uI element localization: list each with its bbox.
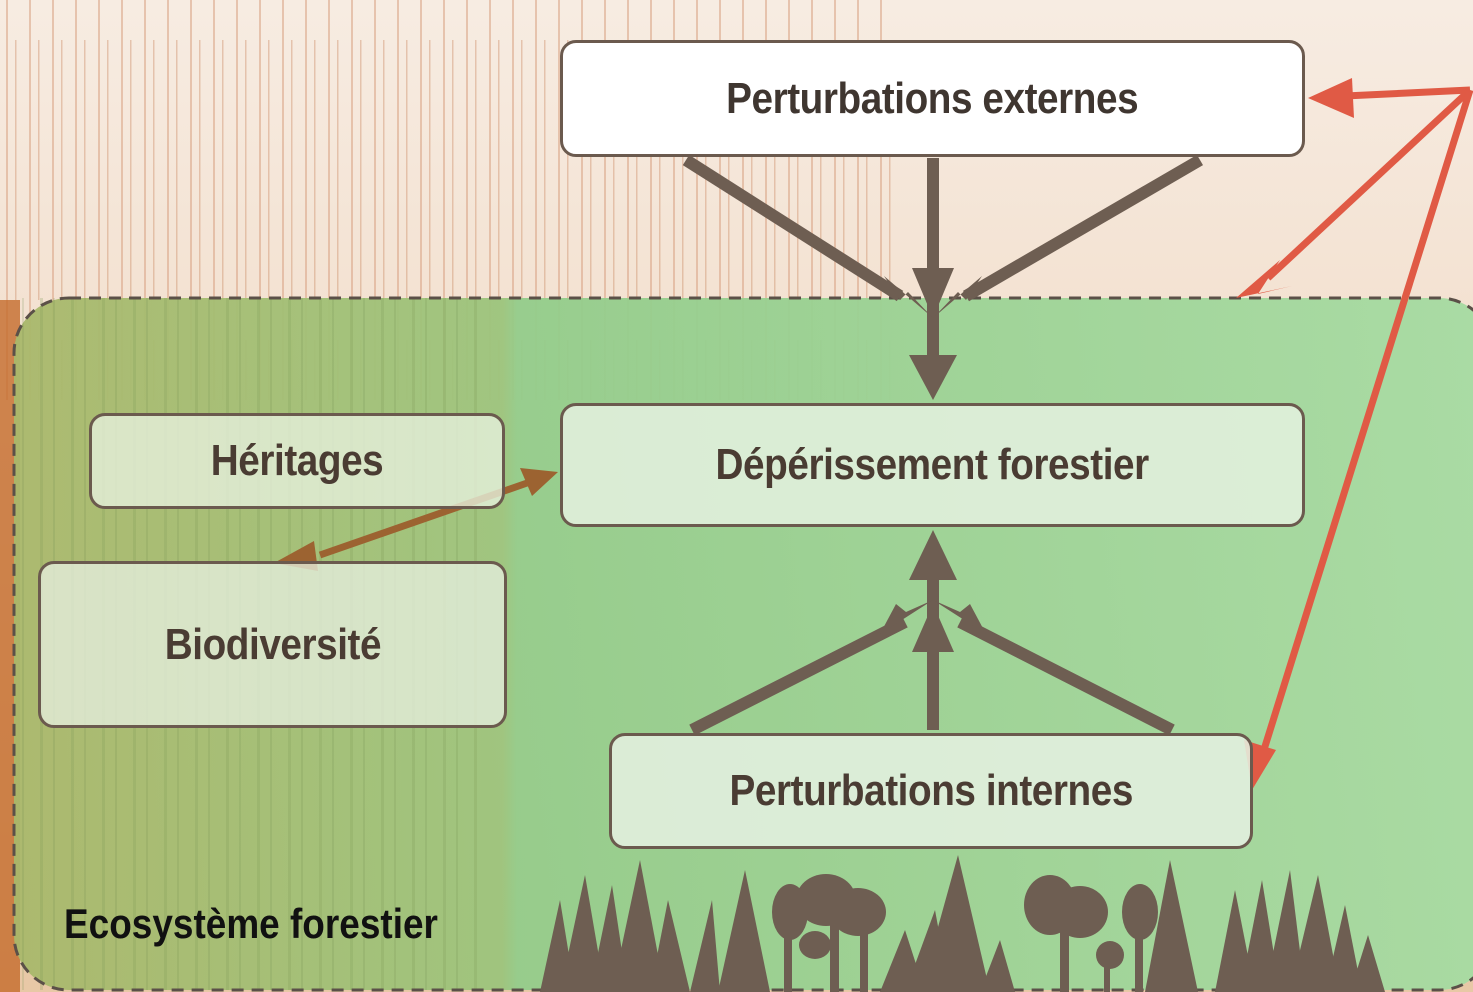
node-forest-dieback: Dépérissement forestier	[560, 403, 1305, 527]
arrows-internal-to-dieback	[689, 572, 1175, 736]
arrowheads-external	[884, 268, 982, 400]
ecosystem-label: Ecosystème forestier	[64, 900, 438, 947]
forest-silhouette-icon	[540, 855, 1385, 992]
arrowheads-internal	[880, 530, 986, 652]
node-internal-perturbations: Perturbations internes	[609, 733, 1253, 849]
node-internal-label: Perturbations internes	[729, 766, 1133, 815]
node-legacies: Héritages	[89, 413, 505, 509]
node-external-perturbations: Perturbations externes	[560, 40, 1305, 157]
node-dieback-label: Dépérissement forestier	[715, 440, 1150, 489]
node-biodiversity: Biodiversité	[38, 561, 507, 728]
node-legacies-label: Héritages	[210, 436, 384, 485]
node-biodiversity-label: Biodiversité	[164, 619, 381, 669]
red-feedback-arrows	[1258, 86, 1473, 758]
node-external-label: Perturbations externes	[726, 73, 1139, 123]
